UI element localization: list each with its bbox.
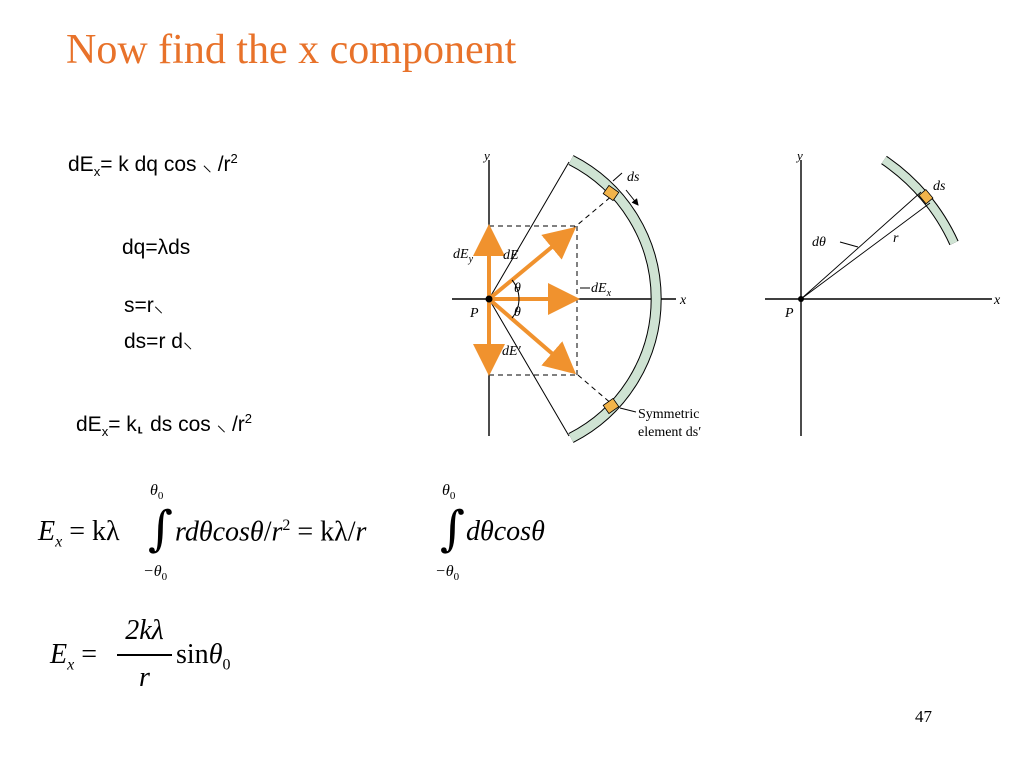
result-sin: sinθ0: [176, 641, 230, 674]
dEy-label: dEy: [453, 247, 474, 265]
point-P: [485, 295, 493, 303]
eq2-mid: = k: [108, 413, 137, 436]
edge-line-bottom: [488, 298, 570, 437]
ds-tick-1: [612, 172, 623, 182]
ds-element-right: [918, 189, 934, 205]
eq1-post: /r: [217, 153, 231, 176]
integral2-sign: ∫: [440, 501, 466, 557]
eq2-sup: 2: [244, 411, 253, 426]
lhs-E: E: [38, 516, 56, 547]
result-eq: =: [81, 639, 98, 670]
eq1-pre: dE: [68, 153, 94, 176]
theta-glyph: ⸜: [202, 154, 212, 176]
lhs-sub: x: [55, 533, 63, 551]
fraction-bar: [117, 654, 172, 656]
eq1-mid: = k dq cos: [100, 153, 197, 176]
dE-label: dE: [503, 248, 519, 263]
symmetric-leader: [619, 407, 637, 413]
page-number: 47: [915, 707, 932, 726]
theta-label-bottom: θ: [514, 305, 521, 320]
y-label-right: y: [795, 148, 803, 163]
eq-s-pre: s=r: [124, 294, 154, 317]
equation-dq: dq=λds: [122, 236, 191, 259]
theta-glyph: ⸜: [153, 295, 164, 317]
sin: sin: [176, 639, 209, 670]
eq-ds-pre: ds=r d: [124, 330, 183, 353]
P-label-right: P: [784, 306, 794, 321]
point-P-right: [798, 296, 804, 302]
ds-element: [602, 184, 620, 202]
result-numerator: 2kλ: [125, 615, 164, 646]
result-denominator: r: [139, 662, 150, 693]
equation-dEx-klambda: dEx= k⸤ ds cos ⸜ /r2: [76, 412, 252, 438]
symmetric-label-1: Symmetric: [638, 407, 699, 422]
P-label: P: [469, 306, 479, 321]
integral1-upper-limit: θ0: [150, 482, 164, 503]
result-E: E: [50, 639, 68, 670]
dEx-label: dEx: [591, 281, 612, 299]
r-label: r: [893, 231, 899, 246]
eq1: = kλ: [69, 516, 120, 547]
dtheta-leader: [839, 241, 859, 248]
theta-arc-bottom: [511, 298, 520, 319]
equation-ds: ds=r d⸜: [124, 331, 192, 352]
integral-lhs: Ex = kλ: [38, 518, 120, 551]
theta-glyph: ⸜: [182, 331, 193, 353]
r-line-1: [800, 191, 922, 300]
ds-tick-2: [625, 189, 639, 206]
arc-element-figure: y x P ds dθ r: [765, 148, 1001, 436]
slide-title: Now find the x component: [66, 27, 517, 73]
dE-arrow: [487, 226, 577, 301]
integral2-lower-limit: −θ0: [435, 563, 460, 584]
result-theta-sub: 0: [222, 656, 231, 674]
equation-s: s=r⸜: [124, 295, 163, 316]
dE-prime-arrow: [487, 297, 577, 375]
eq2-sub: x: [101, 424, 109, 440]
eq2: = kλ: [297, 516, 348, 548]
result-lhs: Ex =: [50, 641, 97, 674]
integral1-lower-limit: −θ0: [143, 563, 168, 584]
integral1-integrand: rdθcosθ/r2 = kλ/r: [175, 518, 366, 546]
eq1-sup: 2: [230, 151, 238, 166]
eq2-pre: dE: [76, 413, 102, 436]
theta-arc-top: [511, 279, 520, 300]
r: r: [355, 516, 367, 548]
symmetric-label-2: element ds′: [638, 425, 701, 440]
x-label-right: x: [993, 293, 1001, 308]
dtheta-label: dθ: [812, 235, 826, 250]
ring-field-figure: y x P ds dEy dE dEx dE′ θ θ Symmetric el…: [452, 148, 701, 443]
ds-prime-element: [602, 397, 620, 415]
r2: r: [271, 516, 283, 548]
theta-glyph: ⸜: [216, 414, 227, 436]
r-line-2: [800, 202, 931, 300]
slash1: /: [263, 516, 272, 548]
y-label: y: [482, 148, 490, 163]
lambda-glyph: ⸤: [136, 414, 145, 436]
eq2-mid2: ds cos: [150, 413, 211, 436]
integrand1: rdθcosθ: [175, 516, 264, 548]
result-sub: x: [67, 656, 75, 674]
ds-label-right: ds: [933, 179, 946, 194]
edge-line-top: [488, 161, 570, 300]
result-theta: θ: [208, 639, 223, 670]
r2-sup: 2: [282, 517, 291, 534]
dE-prime-label: dE′: [502, 344, 522, 359]
eq1-sub: x: [93, 164, 101, 180]
eq2-post: /r: [231, 413, 245, 436]
ds-label: ds: [627, 170, 640, 185]
integral2-integrand: dθcosθ: [466, 516, 545, 547]
integral2-upper-limit: θ0: [442, 482, 456, 503]
x-label: x: [679, 293, 687, 308]
slash2: /: [347, 516, 356, 548]
equation-dEx-kdq: dEx= k dq cos ⸜ /r2: [68, 152, 238, 178]
integral1-sign: ∫: [148, 501, 174, 557]
theta-label-top: θ: [514, 281, 521, 296]
